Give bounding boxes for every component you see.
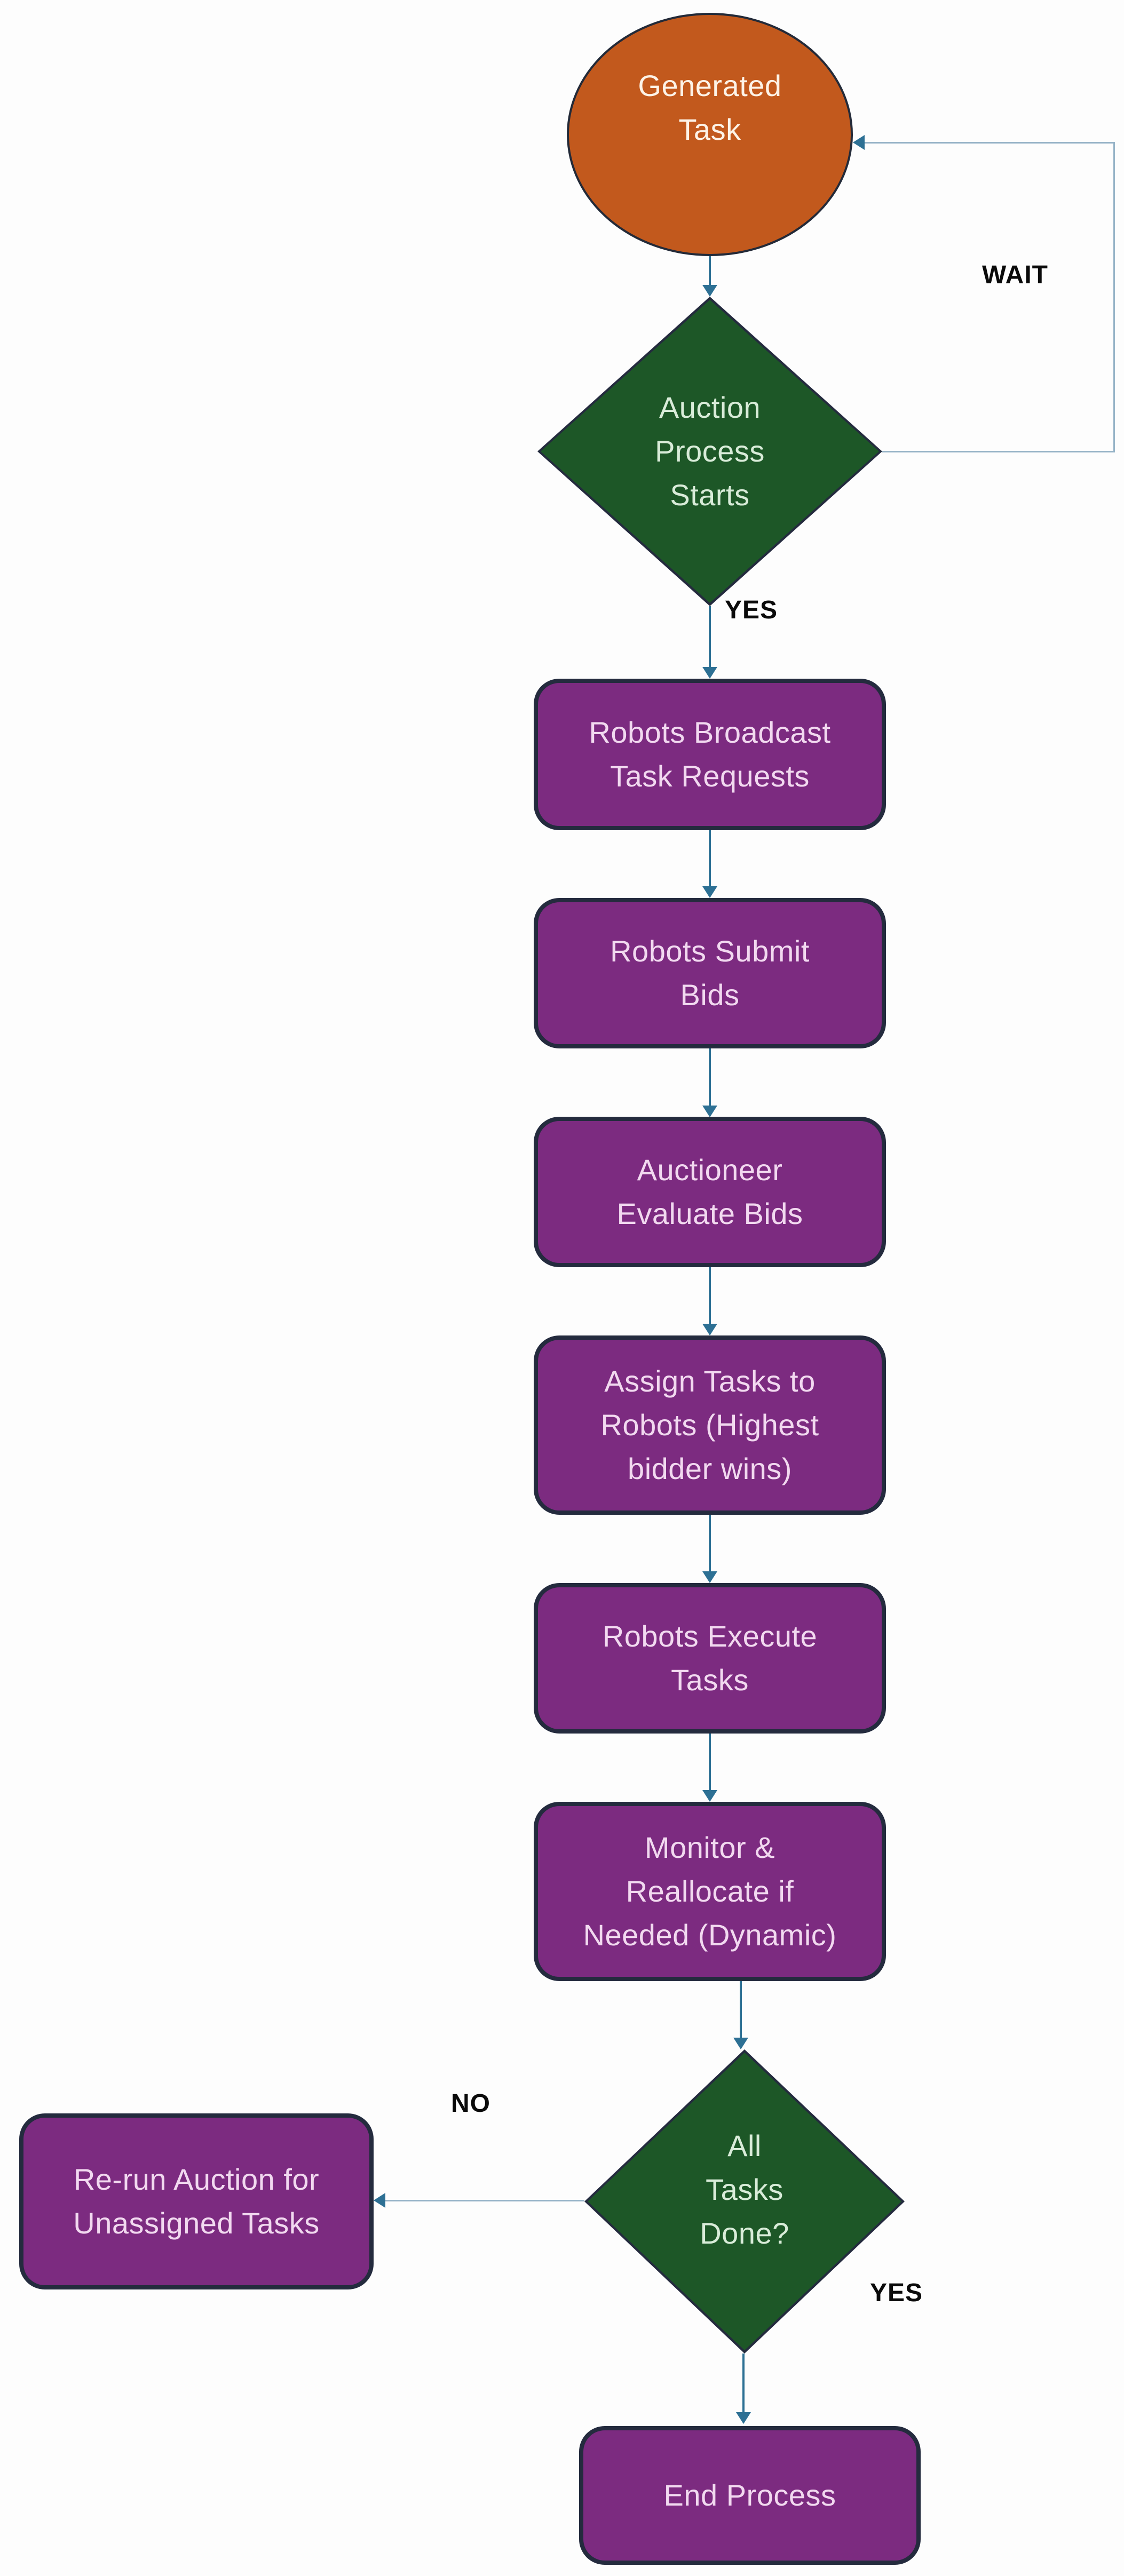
node-text-line: bidder wins) (628, 1452, 792, 1485)
edge-label-wait: WAIT (982, 261, 1048, 289)
edge-wait-loop-arrowhead (853, 135, 865, 150)
node-robots-broadcast-task-requests: Robots Broadcast Task Requests (534, 679, 886, 830)
edge-alldone-to-end-stem (742, 2354, 745, 2412)
edge-auction-to-broadcast-stem (709, 606, 711, 667)
node-end-process: End Process (579, 2426, 921, 2565)
edge-execute-to-monitor-stem (709, 1734, 711, 1790)
node-all-tasks-done: All Tasks Done? (584, 2049, 905, 2354)
node-text-line: End Process (663, 2478, 836, 2512)
node-text-line: Starts (670, 478, 750, 512)
node-text-line: Auctioneer (637, 1153, 783, 1187)
edge-monitor-to-alldone-stem (740, 1981, 742, 2038)
node-text-line: Robots Broadcast (589, 715, 831, 749)
edge-alldone-to-rerun-arrowhead (374, 2193, 385, 2208)
edge-wait-loop-vertical-line (1113, 143, 1115, 452)
edge-label-no: NO (451, 2089, 490, 2118)
edge-label-yes-done: YES (870, 2279, 923, 2307)
node-auction-process-starts-text: Auction Process Starts (537, 297, 882, 606)
edge-auction-to-broadcast-arrowhead (702, 667, 717, 679)
node-auction-process-starts: Auction Process Starts (537, 297, 882, 606)
edge-monitor-to-alldone-arrowhead (733, 2038, 748, 2049)
edge-wait-loop-bottom-line (882, 451, 1115, 452)
node-robots-execute-tasks: Robots Execute Tasks (534, 1583, 886, 1734)
node-monitor-reallocate: Monitor & Reallocate if Needed (Dynamic) (534, 1802, 886, 1981)
node-text-line: Task (678, 113, 741, 146)
node-text-line: Auction (659, 391, 761, 424)
node-text-line: Task Requests (610, 759, 810, 793)
node-all-tasks-done-text: All Tasks Done? (584, 2049, 905, 2354)
node-generated-task-text: Generated Task (569, 64, 851, 205)
node-rerun-auction: Re-run Auction for Unassigned Tasks (19, 2113, 374, 2289)
node-text-line: Assign Tasks to (604, 1364, 816, 1398)
node-text-line: Robots Execute (602, 1619, 818, 1653)
edge-assign-to-execute-arrowhead (702, 1571, 717, 1583)
edge-alldone-to-end-arrowhead (736, 2412, 751, 2424)
edge-alldone-to-rerun-line (385, 2200, 584, 2201)
node-auctioneer-evaluate-bids: Auctioneer Evaluate Bids (534, 1117, 886, 1267)
edge-execute-to-monitor-arrowhead (702, 1790, 717, 1802)
node-text-line: Robots Submit (610, 934, 810, 968)
node-assign-tasks-to-robots: Assign Tasks to Robots (Highest bidder w… (534, 1335, 886, 1515)
node-text-line: Bids (680, 978, 740, 1012)
node-end-process-text: End Process (583, 2474, 916, 2517)
node-monitor-reallocate-text: Monitor & Reallocate if Needed (Dynamic) (538, 1826, 882, 1957)
node-text-line: Tasks (671, 1663, 749, 1697)
node-assign-tasks-text: Assign Tasks to Robots (Highest bidder w… (538, 1359, 882, 1491)
edge-wait-loop-top-line (865, 142, 1115, 144)
node-robots-broadcast-text: Robots Broadcast Task Requests (538, 711, 882, 798)
node-text-line: Tasks (706, 2173, 783, 2206)
node-robots-submit-bids-text: Robots Submit Bids (538, 929, 882, 1017)
node-text-line: Generated (638, 69, 782, 102)
node-text-line: Reallocate if (626, 1874, 794, 1908)
node-text-line: Evaluate Bids (616, 1197, 803, 1230)
node-text-line: Needed (Dynamic) (583, 1918, 837, 1952)
node-text-line: Unassigned Tasks (73, 2206, 320, 2240)
edge-submit-to-evaluate-arrowhead (702, 1106, 717, 1117)
edge-label-yes-auction: YES (725, 596, 778, 624)
node-generated-task: Generated Task (567, 13, 853, 256)
edge-assign-to-execute-stem (709, 1515, 711, 1571)
node-robots-execute-tasks-text: Robots Execute Tasks (538, 1615, 882, 1702)
node-text-line: Re-run Auction for (73, 2162, 320, 2196)
edge-broadcast-to-submit-arrowhead (702, 886, 717, 898)
node-auctioneer-evaluate-bids-text: Auctioneer Evaluate Bids (538, 1148, 882, 1236)
node-text-line: Robots (Highest (600, 1408, 819, 1442)
edge-evaluate-to-assign-arrowhead (702, 1324, 717, 1335)
node-rerun-auction-text: Re-run Auction for Unassigned Tasks (23, 2158, 369, 2245)
node-text-line: Process (655, 434, 765, 468)
edge-broadcast-to-submit-stem (709, 830, 711, 886)
node-text-line: Done? (700, 2216, 789, 2250)
edge-ellipse-to-auction-arrowhead (702, 285, 717, 297)
edge-ellipse-to-auction-stem (709, 256, 711, 285)
edge-submit-to-evaluate-stem (709, 1048, 711, 1106)
node-text-line: Monitor & (644, 1831, 775, 1864)
edge-evaluate-to-assign-stem (709, 1267, 711, 1324)
node-robots-submit-bids: Robots Submit Bids (534, 898, 886, 1048)
node-text-line: All (727, 2129, 762, 2162)
